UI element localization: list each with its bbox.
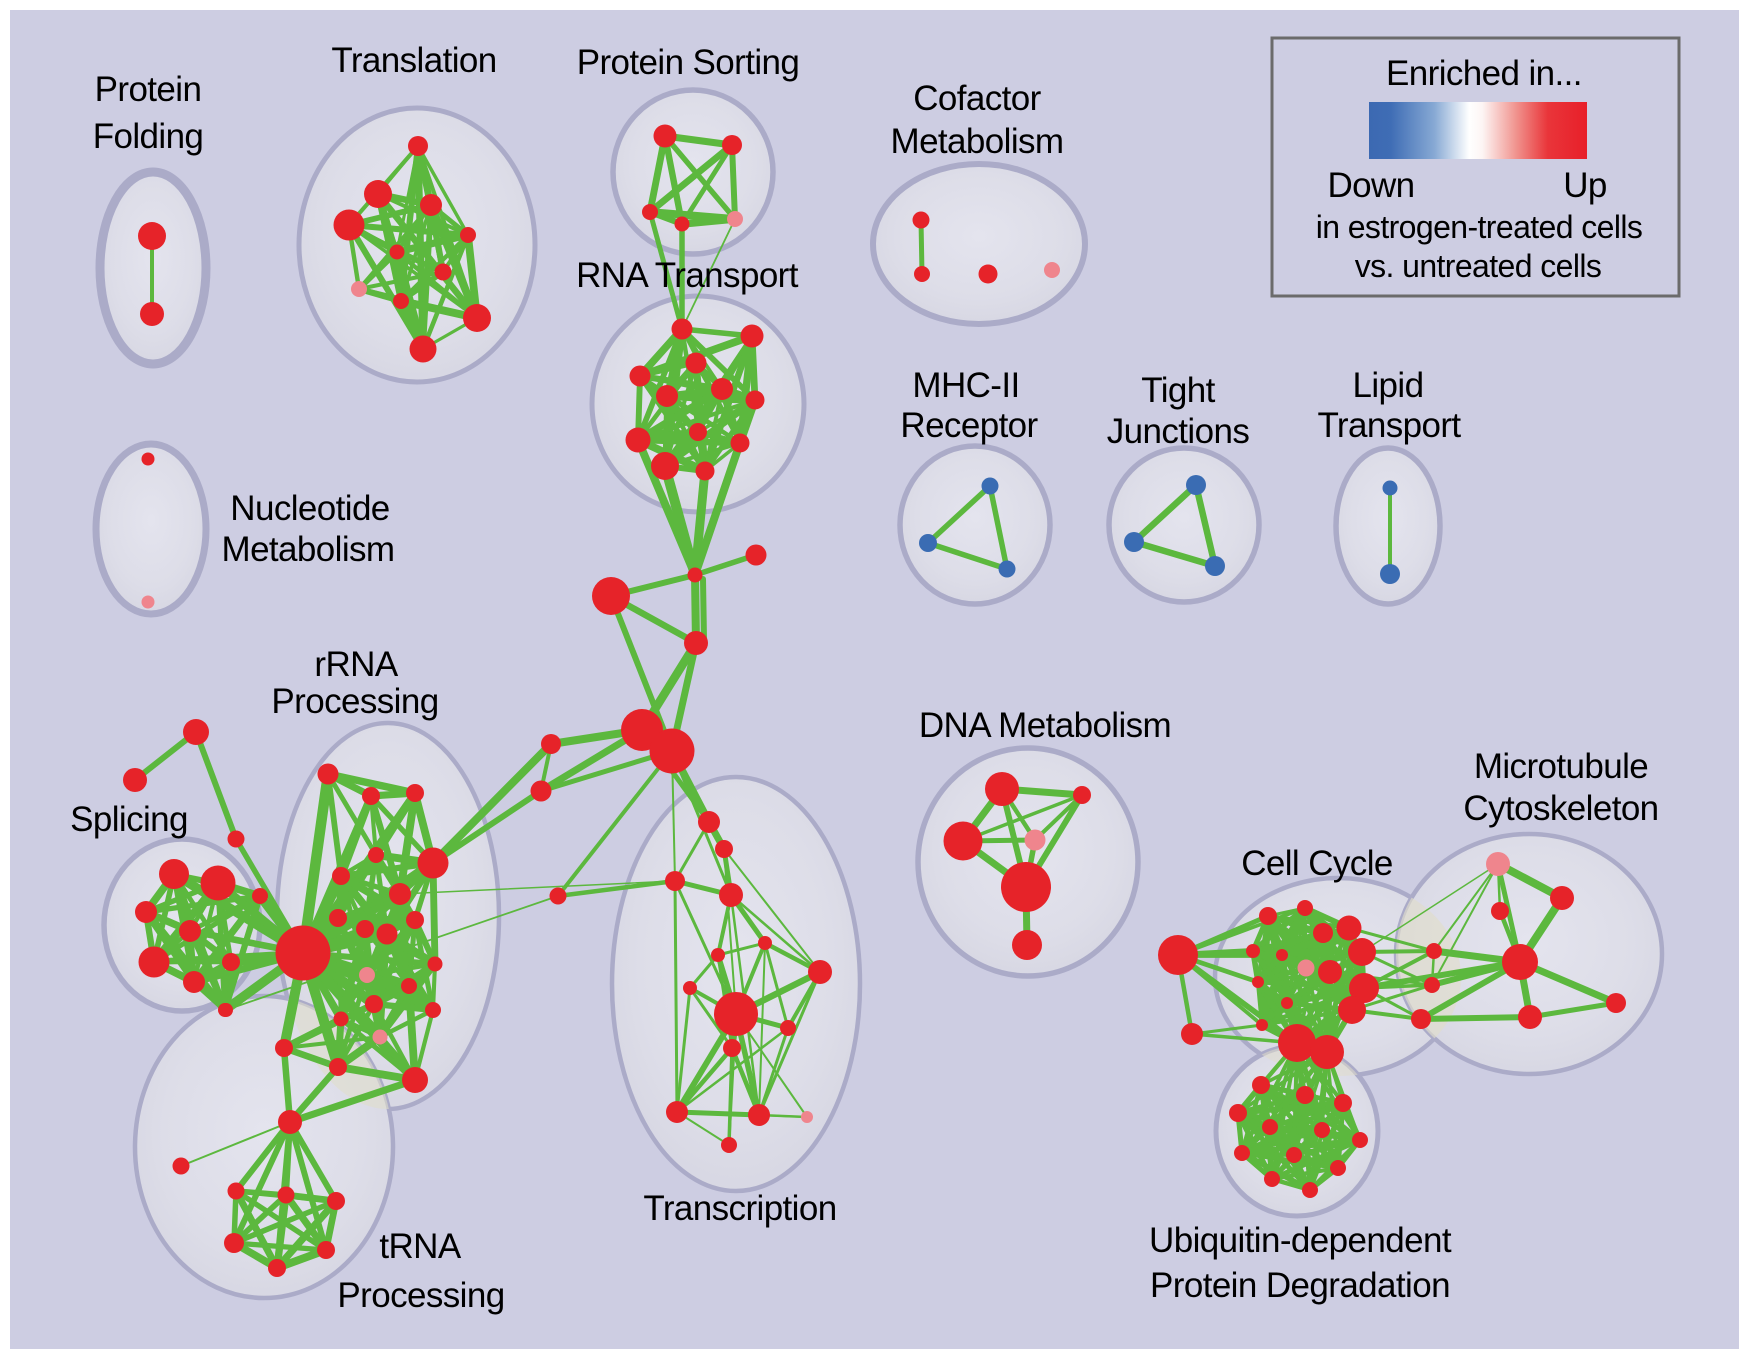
svg-text:Receptor: Receptor [900, 406, 1038, 445]
svg-text:tRNA: tRNA [379, 1227, 461, 1266]
svg-text:Protein Sorting: Protein Sorting [577, 43, 800, 82]
svg-text:Cofactor: Cofactor [913, 79, 1041, 118]
svg-text:RNA Transport: RNA Transport [576, 256, 799, 295]
svg-text:Ubiquitin-dependent: Ubiquitin-dependent [1149, 1221, 1452, 1260]
svg-text:Transport: Transport [1317, 406, 1461, 445]
svg-text:Processing: Processing [337, 1276, 504, 1315]
svg-text:Tight: Tight [1141, 371, 1215, 410]
svg-text:Processing: Processing [271, 682, 438, 721]
svg-text:vs. untreated cells: vs. untreated cells [1355, 248, 1602, 284]
svg-text:MHC-II: MHC-II [912, 366, 1019, 405]
svg-text:Cytoskeleton: Cytoskeleton [1463, 789, 1658, 828]
svg-text:Transcription: Transcription [643, 1189, 836, 1228]
svg-text:in estrogen-treated cells: in estrogen-treated cells [1316, 209, 1643, 245]
svg-text:Protein: Protein [95, 70, 202, 109]
svg-text:Protein Degradation: Protein Degradation [1150, 1266, 1450, 1305]
svg-text:Translation: Translation [331, 41, 496, 80]
svg-text:Lipid: Lipid [1353, 366, 1424, 405]
svg-text:Metabolism: Metabolism [891, 122, 1064, 161]
svg-text:Cell Cycle: Cell Cycle [1241, 844, 1393, 883]
svg-text:Enriched in...: Enriched in... [1386, 54, 1582, 93]
svg-text:Microtubule: Microtubule [1474, 747, 1648, 786]
svg-text:Down: Down [1327, 166, 1414, 205]
svg-text:Up: Up [1563, 166, 1607, 205]
svg-text:DNA Metabolism: DNA Metabolism [919, 706, 1171, 745]
svg-text:Metabolism: Metabolism [222, 530, 395, 569]
svg-text:Folding: Folding [93, 117, 204, 156]
svg-text:Junctions: Junctions [1107, 412, 1250, 451]
svg-text:Nucleotide: Nucleotide [230, 489, 389, 528]
svg-text:rRNA: rRNA [314, 645, 398, 684]
svg-text:Splicing: Splicing [70, 800, 188, 839]
